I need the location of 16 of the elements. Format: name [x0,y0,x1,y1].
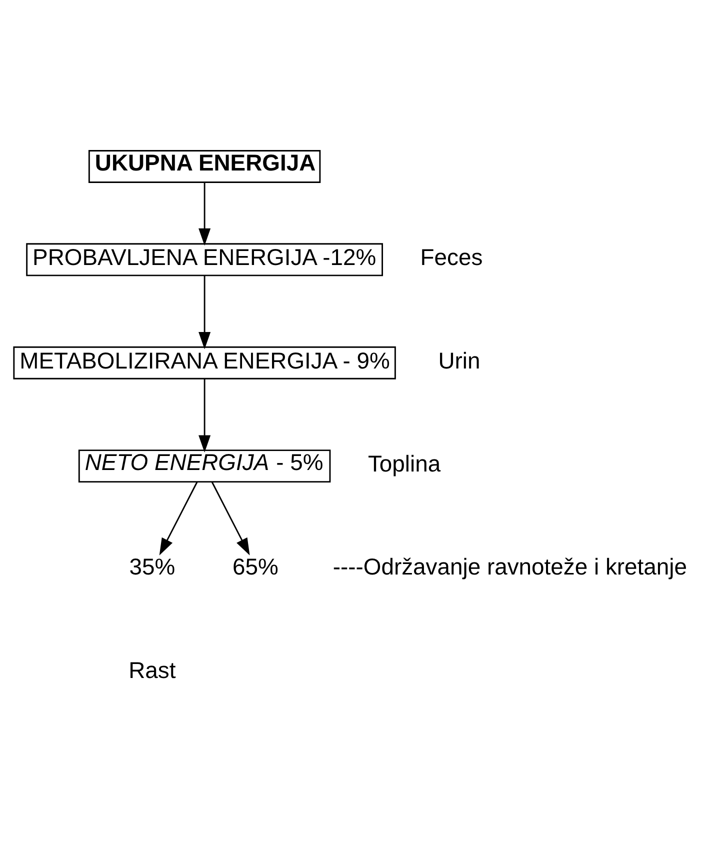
node-text: 65% [232,554,278,580]
arrow [159,482,198,556]
node-label: Toplina [368,450,441,477]
node-label: Feces [420,244,483,270]
node-label: ----Održavanje ravnoteže i kretanje [332,554,688,580]
arrow [198,275,211,350]
arrow [198,378,211,452]
node-label: Rast [128,656,176,683]
node-box: NETO ENERGIJA - 5% [78,450,331,483]
node-box: METABOLIZIRANA ENERGIJA - 9% [13,346,396,380]
node-box: UKUPNA ENERGIJA [88,150,321,183]
node-label: Urin [438,347,480,374]
arrow [198,182,211,246]
arrow [211,482,250,556]
node-text: 35% [129,554,176,580]
node-box: PROBAVLJENA ENERGIJA -12% [26,243,383,276]
